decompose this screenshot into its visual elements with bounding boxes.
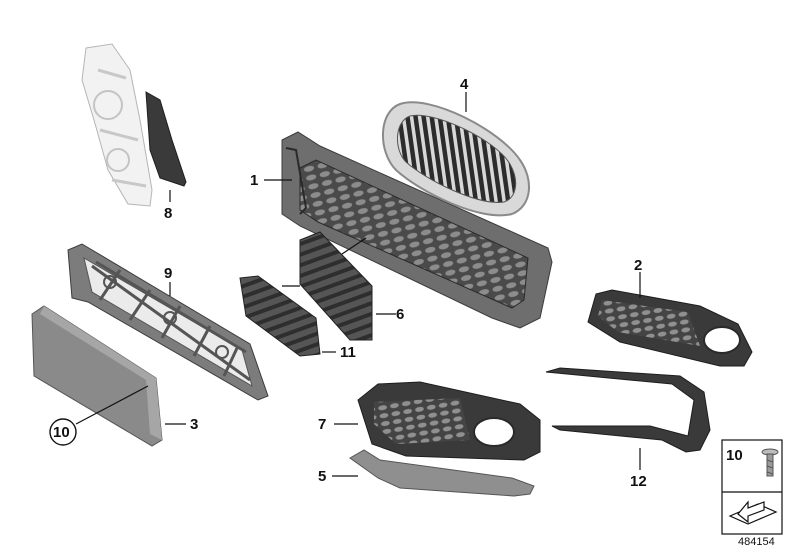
arrow-icon bbox=[728, 500, 778, 525]
callout-2: 2 bbox=[634, 257, 642, 274]
part-translucent-bracket bbox=[81, 43, 153, 207]
part-12-trim-strip bbox=[545, 367, 711, 453]
callout-labels: 1 2 3 4 5 6 7 8 9 10 11 12 bbox=[49, 76, 647, 490]
part-11-insert bbox=[239, 275, 321, 357]
callout-8: 8 bbox=[164, 205, 172, 222]
callout-9: 9 bbox=[164, 265, 172, 282]
legend-part-label: 10 bbox=[726, 447, 743, 464]
callout-5: 5 bbox=[318, 468, 326, 485]
callout-7: 7 bbox=[318, 416, 326, 433]
part-3-license-plate-base bbox=[31, 305, 163, 447]
part-6-insert bbox=[299, 231, 373, 341]
leader-10 bbox=[75, 385, 149, 425]
part-2-fog-grille-right bbox=[587, 289, 753, 367]
callout-6: 6 bbox=[396, 306, 404, 323]
part-9-mounting-frame bbox=[67, 243, 269, 401]
part-1-lower-grille bbox=[281, 131, 553, 329]
part-4-kidney-grille bbox=[382, 101, 531, 217]
callout-10: 10 bbox=[53, 424, 70, 441]
callout-10-circle bbox=[49, 418, 77, 446]
legend-box: 10 bbox=[721, 439, 783, 535]
leader-lines bbox=[75, 92, 641, 477]
callout-12: 12 bbox=[630, 473, 647, 490]
callout-4: 4 bbox=[460, 76, 469, 93]
diagram-number: 484154 bbox=[738, 536, 775, 548]
part-8-cover-plate bbox=[145, 91, 187, 187]
part-5-lower-trim bbox=[349, 449, 535, 497]
screw-icon bbox=[761, 448, 779, 477]
leader-1-pointer bbox=[341, 237, 367, 255]
callout-3: 3 bbox=[190, 416, 198, 433]
callout-11: 11 bbox=[340, 344, 356, 361]
part-7-fog-grille-left bbox=[357, 381, 541, 461]
callout-1: 1 bbox=[250, 172, 258, 189]
